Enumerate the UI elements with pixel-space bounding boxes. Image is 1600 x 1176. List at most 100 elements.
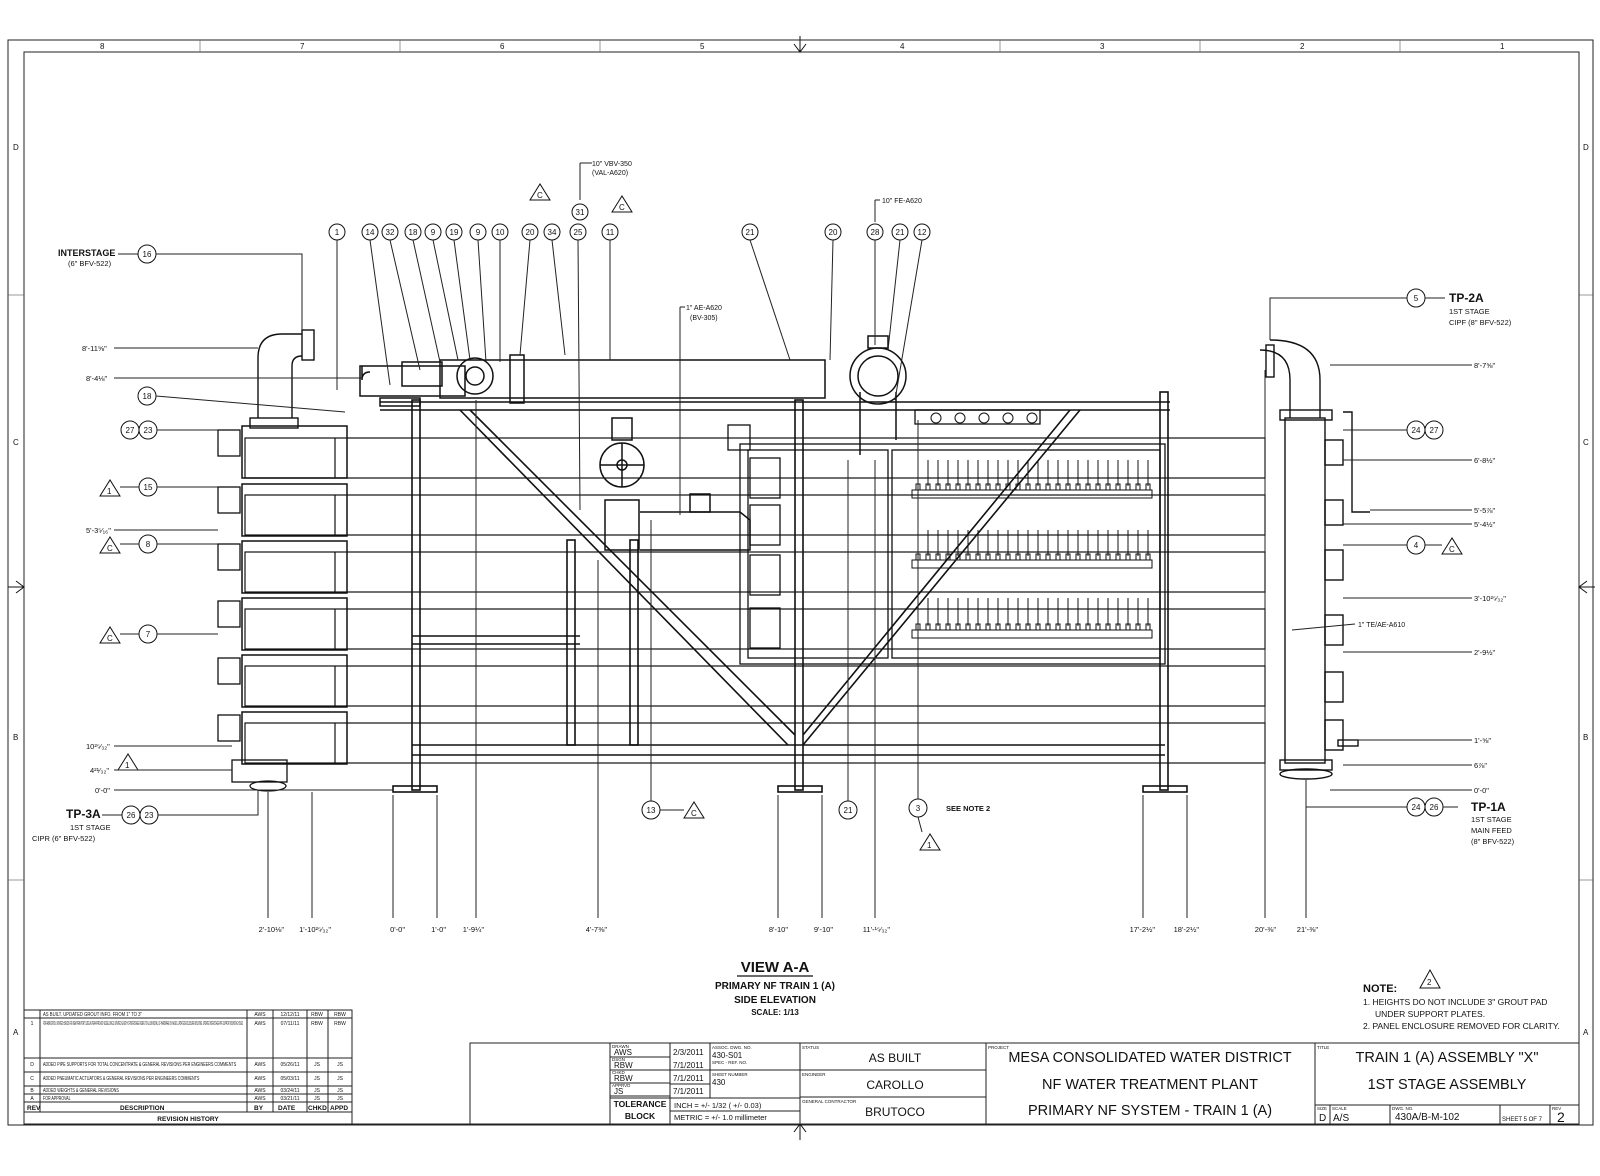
elevation-label: 8'-7⅝" bbox=[1474, 361, 1496, 370]
callout-number: 34 bbox=[548, 228, 557, 237]
instrument-gauge bbox=[930, 412, 942, 424]
vessel-row bbox=[244, 494, 1266, 536]
dimension-label: 9'-10" bbox=[814, 925, 833, 934]
rev-cell: RBW bbox=[334, 1021, 346, 1027]
elevation-label: 5'-4½" bbox=[1474, 520, 1496, 529]
interstage-sub: (6" BFV-522) bbox=[68, 259, 112, 268]
rev-cell: B bbox=[30, 1088, 34, 1094]
gc-label: GENERAL CONTRACTOR bbox=[802, 1099, 857, 1104]
svg-text:24: 24 bbox=[1412, 426, 1421, 435]
rev-cell: 1 bbox=[31, 1021, 34, 1027]
tp1a-title: TP-1A bbox=[1471, 800, 1506, 814]
view-title-line2: SIDE ELEVATION bbox=[734, 995, 816, 1006]
rev-cell: RBW bbox=[311, 1021, 323, 1027]
rev-cell: AWS bbox=[254, 1088, 266, 1094]
dimension-label: 21'-⅜" bbox=[1297, 925, 1319, 934]
rev-header: BY bbox=[254, 1105, 264, 1112]
svg-text:C: C bbox=[107, 634, 113, 643]
bottom-dimensions bbox=[267, 370, 1307, 918]
top-notes: 10" VBV-350 (VAL-A620) 10" FE-A620 1" AE… bbox=[592, 161, 1405, 629]
notes: NOTE: 2 1. HEIGHTS DO NOT INCLUDE 3" GRO… bbox=[1363, 968, 1560, 1031]
elevation-label: 6'-8½" bbox=[1474, 456, 1496, 465]
elevation-label: 0'-0" bbox=[1474, 786, 1489, 795]
see-note-label: SEE NOTE 2 bbox=[946, 804, 990, 813]
zone-row-label: C bbox=[1583, 438, 1589, 447]
tolerance-inch: INCH = +/- 1/32 ( +/- 0.03) bbox=[674, 1101, 762, 1110]
svg-text:27: 27 bbox=[126, 426, 135, 435]
zone-row-label: B bbox=[1583, 733, 1588, 742]
interstage-num: 16 bbox=[143, 250, 152, 259]
terminal-rail bbox=[911, 559, 1153, 569]
svg-text:23: 23 bbox=[144, 426, 153, 435]
size-value: D bbox=[1319, 1113, 1326, 1124]
vbv-label: 10" VBV-350 bbox=[592, 161, 632, 168]
zone-row-label: B bbox=[13, 733, 18, 742]
dwg-value: 430A/B-M-102 bbox=[1395, 1112, 1460, 1123]
rev-cell: RBW bbox=[311, 1012, 323, 1018]
vbv-label: (VAL-A620) bbox=[592, 170, 628, 177]
rev-header: CHKD bbox=[308, 1105, 327, 1112]
sheet-of: SHEET 5 OF 7 bbox=[1502, 1117, 1543, 1123]
dimension-label: 0'-0" bbox=[390, 925, 405, 934]
sign-date: 7/1/2011 bbox=[673, 1074, 704, 1083]
terminal-rows bbox=[911, 412, 1153, 639]
tp1a-n2: 26 bbox=[1430, 803, 1439, 812]
support-frame bbox=[380, 391, 1188, 793]
callout-number: 9 bbox=[476, 228, 481, 237]
rev-desc: ADDED PIPE SUPPORTS FOR TOTAL CONCENTRAT… bbox=[43, 1062, 237, 1068]
engineer-label: ENGINEER bbox=[802, 1072, 826, 1077]
rev-cell: JS bbox=[337, 1076, 344, 1082]
dimension-label: 1'-0" bbox=[431, 925, 446, 934]
vessel-row bbox=[244, 722, 1266, 764]
tolerance-metric: METRIC = +/- 1.0 millimeter bbox=[674, 1113, 767, 1122]
rev-mark: C bbox=[537, 191, 543, 200]
zone-labels: 8 7 6 5 4 3 2 1 D C B A D C B A bbox=[13, 42, 1589, 1037]
callout-number: 28 bbox=[871, 228, 880, 237]
tp1a-n1: 24 bbox=[1412, 803, 1421, 812]
elevation-label: 1'-⅝" bbox=[1474, 736, 1491, 745]
svg-text:13: 13 bbox=[647, 806, 656, 815]
callout-number: 19 bbox=[450, 228, 459, 237]
tp1a-line2: MAIN FEED bbox=[1471, 826, 1512, 835]
zone-row-label: D bbox=[1583, 143, 1589, 152]
svg-text:2: 2 bbox=[1427, 978, 1432, 987]
callout-number: 20 bbox=[526, 228, 535, 237]
elevation-label: 8'-4⅛" bbox=[86, 374, 108, 383]
ae-label: 1" AE-A620 bbox=[686, 305, 722, 312]
status-value: AS BUILT bbox=[869, 1051, 922, 1065]
note-line: 1. HEIGHTS DO NOT INCLUDE 3" GROUT PAD bbox=[1363, 997, 1547, 1007]
tp3a-line2: CIPR (6" BFV-522) bbox=[32, 834, 96, 843]
te-label: 1" TE/AE-A610 bbox=[1358, 622, 1405, 629]
rev-cell: JS bbox=[314, 1062, 321, 1068]
status-label: STATUS bbox=[802, 1045, 819, 1050]
tp1a-line3: (8" BFV-522) bbox=[1471, 837, 1515, 846]
scale-label: SCALE bbox=[1332, 1106, 1347, 1111]
rev-desc: ADDED PNEUMATIC ACTUATORS & GENERAL REVI… bbox=[43, 1076, 200, 1082]
rev-cell: RBW bbox=[334, 1012, 346, 1018]
dimension-label: 1'-9¼" bbox=[463, 925, 485, 934]
bottom-dimension-labels: 2'-10⅛" 1'-10²⁵⁄₃₂" 0'-0" 1'-0" 1'-9¼" 4… bbox=[259, 925, 1319, 934]
callout-number: 9 bbox=[431, 228, 436, 237]
callout-number: 21 bbox=[896, 228, 905, 237]
svg-text:3: 3 bbox=[916, 804, 921, 813]
rev-cell: JS bbox=[314, 1088, 321, 1094]
project-label: PROJECT bbox=[988, 1045, 1009, 1050]
rev-cell: 12/12/11 bbox=[280, 1012, 299, 1018]
elevation-label: 6⅞" bbox=[1474, 761, 1487, 770]
tp2a-line2: CIPF (8" BFV-522) bbox=[1449, 318, 1512, 327]
rev-desc: FOR APPROVAL bbox=[43, 1096, 71, 1102]
terminal-rail bbox=[911, 629, 1153, 639]
rev-cell: 05/26/11 bbox=[280, 1062, 299, 1068]
callout-number: 10 bbox=[496, 228, 505, 237]
vessel-row bbox=[244, 665, 1266, 707]
tolerance-title: TOLERANCE bbox=[614, 1099, 667, 1109]
rev-value: 2 bbox=[1557, 1109, 1565, 1125]
sign-date: 7/1/2011 bbox=[673, 1087, 704, 1096]
elevation-label: 3'-10²⁵⁄₃₂" bbox=[1474, 594, 1506, 603]
interstage-title: INTERSTAGE bbox=[58, 248, 115, 258]
interstage-riser bbox=[249, 329, 315, 429]
callout-number: 32 bbox=[386, 228, 395, 237]
sign-initials: JS bbox=[614, 1087, 623, 1096]
vessel-row bbox=[244, 551, 1266, 593]
